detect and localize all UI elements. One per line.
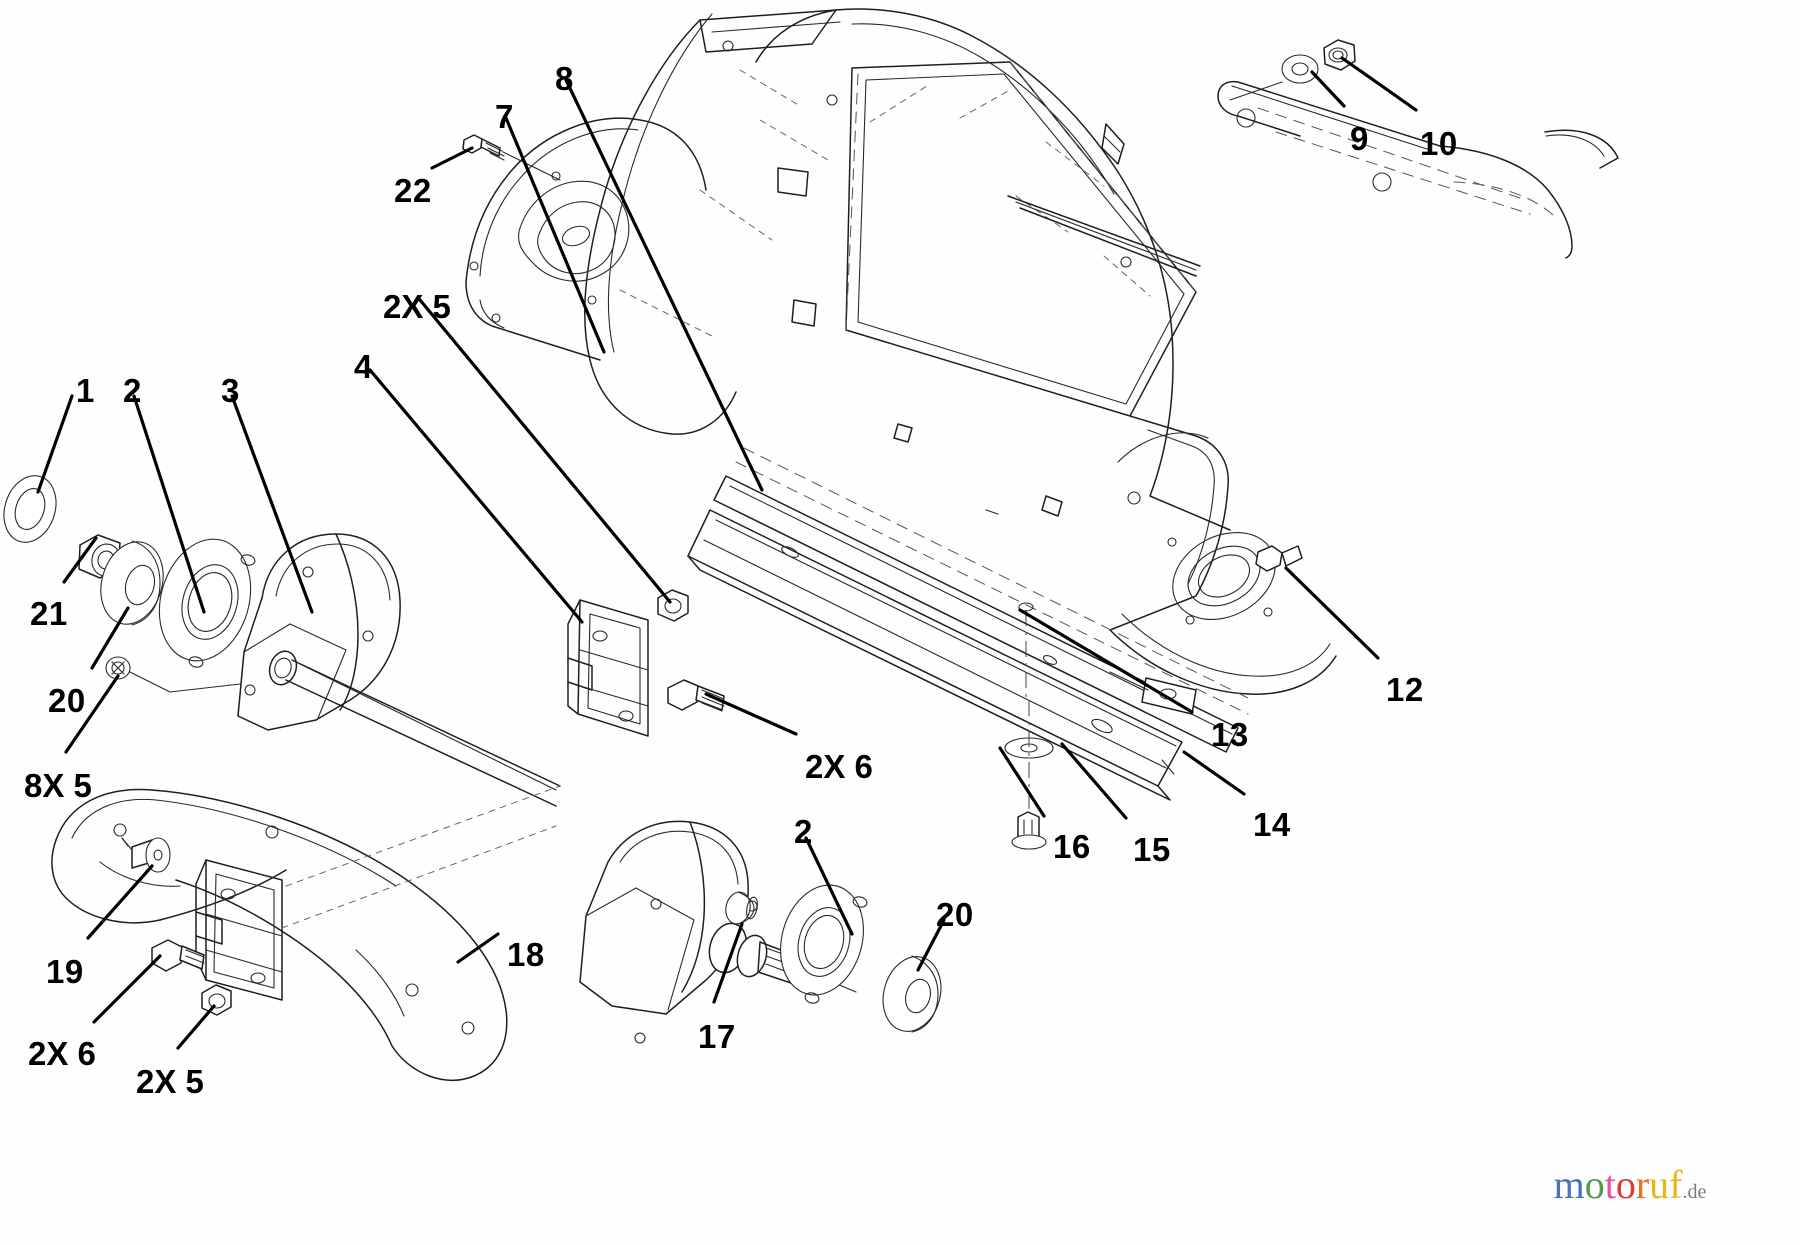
watermark-suffix: .de: [1682, 1181, 1707, 1203]
left-auger-assembly: [3, 475, 561, 807]
part-5-locknut-lower: [201, 984, 232, 1016]
part-12-bolt: [1255, 545, 1303, 572]
callout-14[interactable]: 14: [1253, 806, 1291, 843]
callout-20-right[interactable]: 20: [936, 896, 974, 933]
part-17-bushing: [725, 891, 758, 925]
right-auger-assembly: [579, 820, 942, 1044]
callout-15[interactable]: 15: [1133, 831, 1171, 868]
part-18-auger-blade-lower: [51, 788, 508, 1082]
callout-19[interactable]: 19: [46, 953, 84, 990]
part-11-handle-rod: [1217, 39, 1619, 259]
site-watermark: motoruf.de: [1554, 1165, 1707, 1205]
part-1-washer: [3, 475, 57, 543]
callout-3[interactable]: 3: [221, 372, 240, 409]
watermark-letter-f: f: [1669, 1162, 1683, 1207]
part-2-flange: [158, 538, 256, 668]
watermark-letter-o2: o: [1615, 1162, 1636, 1207]
watermark-letter-r: r: [1635, 1162, 1650, 1207]
callout-9[interactable]: 9: [1350, 120, 1369, 157]
callout-22[interactable]: 22: [394, 172, 432, 209]
part-6-bolt-centre: [667, 679, 725, 712]
callout-18[interactable]: 18: [507, 936, 545, 973]
callout-8[interactable]: 8: [555, 60, 574, 97]
callout-7[interactable]: 7: [495, 98, 514, 135]
callout-2-right[interactable]: 2: [794, 813, 813, 850]
callout-12[interactable]: 12: [1386, 671, 1424, 708]
callout-2-left[interactable]: 2: [123, 372, 142, 409]
part-5-locknut-left: [105, 656, 131, 680]
part-20-bearing: [100, 540, 164, 626]
part-4-bearing-bracket: [567, 589, 725, 737]
callout-2x6-lower-left[interactable]: 2X 6: [28, 1035, 96, 1072]
callout-2x5-lower[interactable]: 2X 5: [136, 1063, 204, 1100]
part-20-bearing-right: [882, 955, 942, 1033]
lower-bracket: [151, 785, 561, 1016]
part-19-shoulder-bolt: [121, 837, 171, 873]
watermark-letter-u: u: [1649, 1162, 1670, 1207]
part-14-scraper-blade: [687, 447, 1253, 850]
part-9-washer: [1281, 54, 1319, 84]
part-2-flange-right: [780, 884, 868, 1004]
callout-13[interactable]: 13: [1211, 716, 1249, 753]
callout-2x6-centre[interactable]: 2X 6: [805, 748, 873, 785]
part-22-screw: [462, 134, 505, 161]
part-16-carriage-bolt: [1011, 811, 1047, 850]
callout-1[interactable]: 1: [76, 372, 95, 409]
callout-16[interactable]: 16: [1053, 828, 1091, 865]
watermark-letter-m: m: [1553, 1162, 1585, 1207]
callout-20-left[interactable]: 20: [48, 682, 86, 719]
watermark-letter-o1: o: [1584, 1162, 1605, 1207]
callout-2x5-upper[interactable]: 2X 5: [383, 288, 451, 325]
callout-4[interactable]: 4: [354, 348, 373, 385]
callout-8x5[interactable]: 8X 5: [24, 767, 92, 804]
auger-housing-assembly: [462, 8, 1337, 695]
callout-leader-lines: [36, 56, 1418, 1050]
callout-21[interactable]: 21: [30, 595, 68, 632]
callout-17[interactable]: 17: [698, 1018, 736, 1055]
part-3-auger-blade: [237, 533, 561, 807]
callout-10[interactable]: 10: [1420, 125, 1458, 162]
watermark-letter-t: t: [1604, 1162, 1616, 1207]
